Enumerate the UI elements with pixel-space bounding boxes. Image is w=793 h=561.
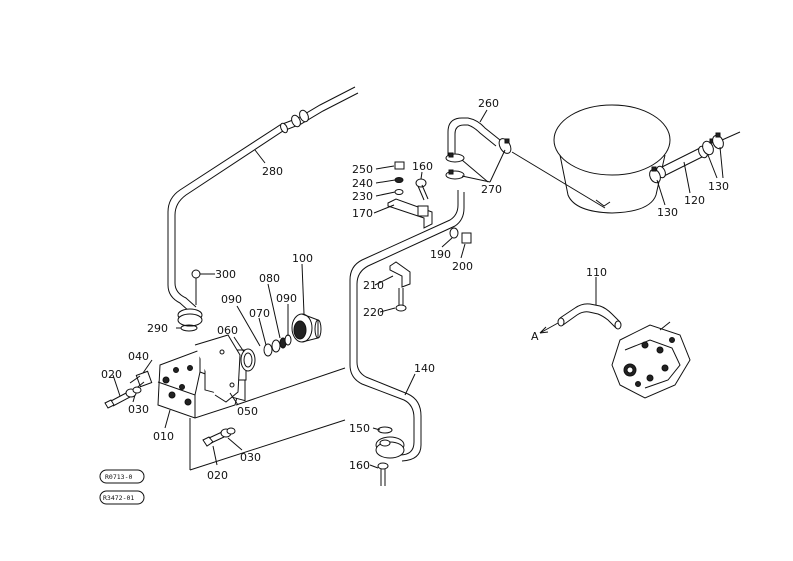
bolt-300: [191, 269, 212, 305]
nut-250: [394, 161, 405, 170]
leader-lines: [112, 109, 724, 469]
label-270: 270: [481, 183, 502, 196]
bolt-160-top: [415, 178, 429, 201]
label-010: 010: [153, 430, 174, 443]
label-200: 200: [452, 260, 473, 273]
stamp-2: R3472-01: [99, 490, 145, 505]
pipe-140: [349, 190, 465, 462]
label-160-bottom: 160: [349, 459, 370, 472]
label-300: 300: [215, 268, 236, 281]
washer-190: [449, 227, 459, 239]
label-170: 170: [352, 207, 373, 220]
hose-120: [656, 145, 708, 179]
label-280: 280: [262, 165, 283, 178]
label-060: 060: [217, 324, 238, 337]
label-090-right: 090: [276, 292, 297, 305]
label-210: 210: [363, 279, 384, 292]
label-250: 250: [352, 163, 373, 176]
label-arrow-a: A: [531, 330, 539, 343]
bracket-170: [387, 198, 433, 229]
washer-240: [394, 177, 404, 183]
clamp-210: [389, 261, 411, 288]
bolt-020-left: [104, 386, 142, 409]
oring-150: [377, 426, 393, 434]
stamp-2-text: R3472-01: [103, 494, 134, 502]
label-020-bottom: 020: [207, 469, 228, 482]
label-130-left: 130: [657, 206, 678, 219]
inset-pump: [611, 321, 691, 399]
pipe-280: [167, 86, 359, 327]
label-160-top: 160: [412, 160, 433, 173]
inset-pipe-110: [539, 303, 622, 334]
label-190: 190: [430, 248, 451, 261]
coupling-100: [291, 313, 322, 343]
label-120: 120: [684, 194, 705, 207]
hydraulic-tank: [553, 104, 671, 214]
fitting-040: [129, 370, 153, 391]
label-030-bottom: 030: [240, 451, 261, 464]
clamps-270: [445, 138, 512, 180]
bolt-220: [395, 288, 407, 312]
label-020-left: 020: [101, 368, 122, 381]
clamps-130: [649, 131, 741, 184]
label-110: 110: [586, 266, 607, 279]
bolt-020-bottom: [202, 427, 236, 447]
gasket-050: [194, 334, 241, 403]
label-100: 100: [292, 252, 313, 265]
label-150: 150: [349, 422, 370, 435]
label-040: 040: [128, 350, 149, 363]
label-090-left: 090: [221, 293, 242, 306]
seal-060: [240, 348, 256, 372]
stamp-1-text: R0713-0: [105, 473, 132, 481]
label-140: 140: [414, 362, 435, 375]
pipe-260: [447, 117, 606, 209]
label-050: 050: [237, 405, 258, 418]
label-130-right: 130: [708, 180, 729, 193]
washer-230: [394, 189, 404, 195]
label-240: 240: [352, 177, 373, 190]
label-260: 260: [478, 97, 499, 110]
label-230: 230: [352, 190, 373, 203]
washers-070-090: [263, 334, 292, 357]
label-220: 220: [363, 306, 384, 319]
label-070: 070: [249, 307, 270, 320]
bolt-160-bottom: [377, 462, 389, 486]
label-080: 080: [259, 272, 280, 285]
stamp-1: R0713-0: [99, 469, 145, 484]
label-030-left: 030: [128, 403, 149, 416]
nut-200: [461, 232, 472, 244]
label-290: 290: [147, 322, 168, 335]
